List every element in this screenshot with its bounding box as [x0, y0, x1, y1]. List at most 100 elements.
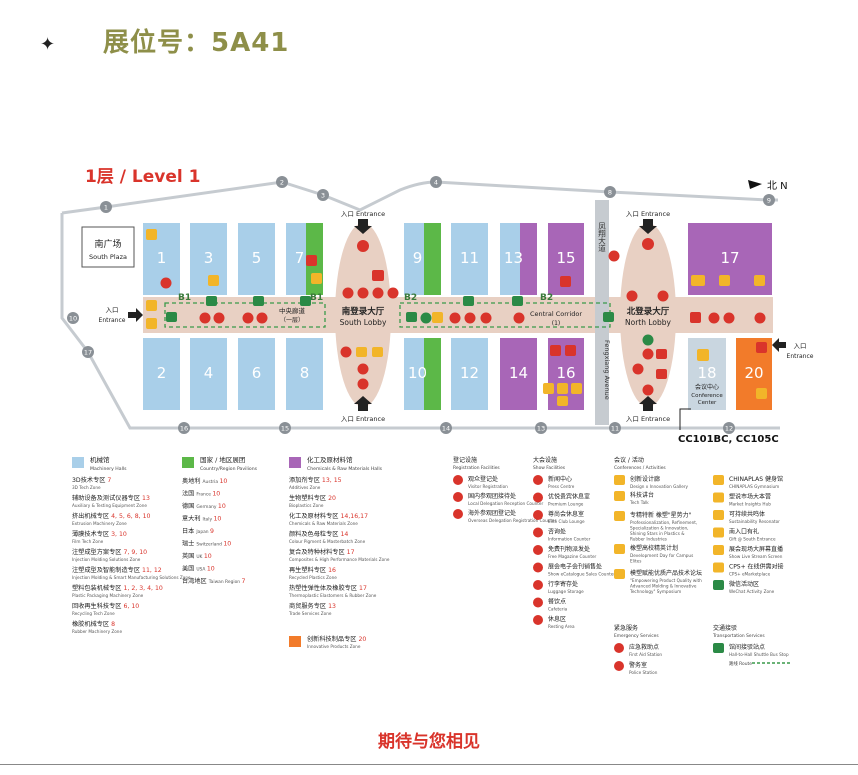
hall-block [143, 338, 180, 410]
legend-item-en: CPS+ eMarketplace [729, 572, 771, 577]
legend-head-zh: 化工及原材料馆 [307, 455, 353, 464]
legend-item-en: Free Magazine Counter [548, 554, 597, 559]
legend-item-zh: 优悦贵宾休息室 [548, 493, 590, 501]
hall-block [451, 223, 488, 295]
info-icon [608, 250, 620, 262]
route-marker-9: 9 [763, 194, 775, 206]
legend-item-en: Colour Pigment & Masterbatch Zone [289, 539, 366, 544]
south-lobby [335, 223, 391, 407]
legend-item-en: Elites [630, 559, 641, 564]
legend-head-en: Registration Facilities [453, 465, 500, 471]
entrance-en: Entrance [99, 317, 126, 324]
hall-number: 14 [509, 364, 528, 382]
north-entrance-bottom: 入口 Entrance [626, 396, 670, 423]
route-marker-number: 3 [321, 192, 325, 200]
legend-item-zh: 挤出机械专区 4, 5, 6, 8, 10 [72, 512, 151, 520]
hall-zone-stripe [424, 223, 441, 295]
tech-talk-icon [146, 229, 157, 240]
legend-icon [453, 509, 463, 519]
facility-icons [146, 229, 767, 406]
legend-head-en: Machinery Halls [90, 466, 127, 472]
legend-item-en: Press Centre [548, 484, 575, 489]
legend-item-en: Innovative Products Zone [307, 644, 361, 649]
route-marker-number: 9 [767, 197, 771, 205]
legend-item-en: Advanced Molding & Innovative [630, 584, 697, 589]
activity-icon [719, 275, 730, 286]
star-icon: ✦ [40, 34, 56, 55]
registration-icon [756, 342, 767, 353]
hall-number: 20 [744, 364, 763, 382]
legend-icon [533, 510, 543, 520]
entrance-en: Entrance [787, 353, 814, 360]
hall-number: 16 [556, 364, 575, 382]
legend-head-zh: 国家 / 地区展团 [200, 455, 245, 464]
legend-item-zh: 塑料包装机械专区 1, 2, 3, 4, 10 [72, 584, 163, 592]
legend-item-zh: 回收再生科技专区 6, 10 [72, 602, 139, 610]
north-entrance-top: 入口 Entrance [626, 210, 670, 234]
hall-block [451, 338, 488, 410]
info-icon [449, 312, 461, 324]
legend-head-zh: 紧急服务 [614, 624, 638, 632]
legend-item-zh: CHINAPLAS 健身馆 [729, 475, 783, 483]
registration-icon [642, 384, 654, 396]
activity-icon [146, 300, 157, 311]
entrance-arrow-icon [772, 338, 786, 352]
entrance-arrow-icon [354, 396, 372, 411]
hall-number: 5 [252, 249, 262, 267]
legend-item-zh: 科技讲台 [630, 491, 654, 499]
route-marker-number: 12 [725, 425, 733, 433]
hall-number: 18 [697, 364, 716, 382]
info-icon [357, 363, 369, 375]
registration-icon [642, 238, 654, 250]
south-entrance-top: 入口 Entrance [341, 210, 385, 234]
route-marker-dot [67, 312, 79, 324]
shuttle-icon [300, 296, 311, 306]
shuttle-icon [463, 296, 474, 306]
legend-item-en: Design x Innovation Gallery [630, 484, 689, 489]
search-icon [697, 349, 709, 361]
activity-icon [571, 383, 582, 394]
legend-icon [713, 545, 724, 555]
hall-number: 8 [300, 364, 310, 382]
legend-item-zh: 展会电子会刊销售处 [548, 563, 602, 571]
legend-item-en: Technology" Symposium [629, 589, 681, 594]
b2-label-2: B2 [540, 293, 553, 303]
info-icon [160, 277, 172, 289]
route-marker-number: 17 [84, 349, 92, 357]
footer-message: 期待与您相见 [378, 732, 480, 752]
entrance-arrow-icon [354, 219, 372, 234]
legend-item-zh: 免费刊物派发处 [548, 545, 590, 553]
magazine-icon [340, 346, 352, 358]
legend-item-zh: 创新科技制品专区 20 [307, 635, 366, 643]
legend-item-zh: 展会现场大屏幕直播 [729, 545, 783, 553]
info-icon [642, 348, 654, 360]
lounge-icon [357, 287, 369, 299]
legend-item-en: Overseas Delegation Registration Counter [468, 518, 557, 523]
route-marker-dot [178, 422, 190, 434]
legend-item-en: Shining Stars in Plastics & [630, 531, 685, 536]
route-marker-12: 12 [723, 422, 735, 434]
cafeteria-icon [626, 290, 638, 302]
route-marker-dot [430, 176, 442, 188]
b1-label-2: B1 [310, 293, 323, 303]
legend-item-en: First Aid Station [629, 652, 662, 657]
shuttle-icon [512, 296, 523, 306]
wechat-icon [420, 312, 432, 324]
legend-item-zh: 微信活动区 [729, 580, 759, 588]
west-entrance: 入口 Entrance [99, 306, 143, 324]
top-hall-7: 7 [286, 223, 323, 295]
route-marker-dot [723, 422, 735, 434]
lounge-icon [656, 369, 667, 379]
conference-en2: Center [698, 400, 717, 406]
north-lobby-en: North Lobby [625, 318, 672, 327]
legend-item-zh: 辅助设备及测试仪器专区 13 [72, 494, 150, 502]
activity-icon [146, 318, 157, 329]
legend-item-en: Luggage Storage [548, 589, 584, 594]
lounge-icon [690, 312, 701, 323]
info-icon [256, 312, 268, 324]
info-icon [657, 290, 669, 302]
shuttle-icon [603, 312, 614, 322]
legend-head-en: Emergency Services [614, 633, 659, 639]
legend-item-route: 路线 Route [729, 660, 752, 667]
